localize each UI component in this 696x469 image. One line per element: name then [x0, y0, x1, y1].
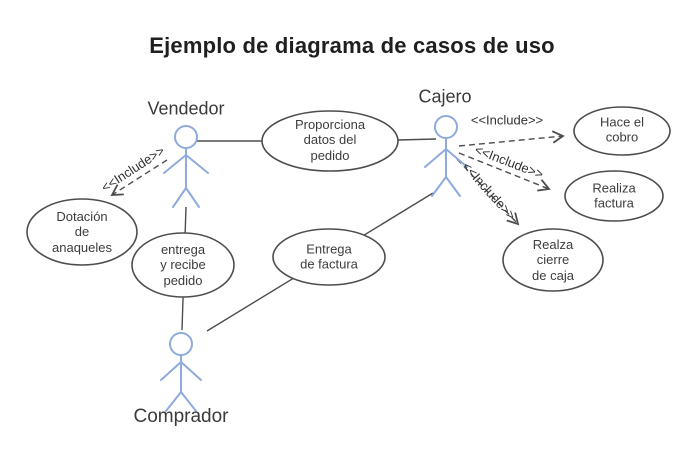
vendedor-actor-label: Vendedor — [147, 98, 225, 119]
comprador-actor-icon — [160, 332, 202, 412]
usecase-ellipse-entrega-factura — [272, 228, 386, 286]
usecase-ellipses — [26, 106, 671, 298]
usecase-label-entrega-recibe-pedido: entrega y recibe pedido — [160, 242, 206, 288]
include-arrow-cajero-cierre — [456, 158, 520, 226]
usecase-label-hace-el-cobro: Hace el cobro — [599, 114, 645, 145]
usecase-label-realiza-factura: Realiza factura — [592, 180, 636, 211]
usecase-ellipse-proporciona-datos — [261, 110, 399, 172]
actor-icons — [160, 115, 468, 412]
include-arrow-cajero-cobro — [458, 130, 565, 147]
usecase-ellipse-cierre-de-caja — [502, 228, 604, 292]
cajero-actor-label: Cajero — [418, 86, 472, 107]
usecase-label-dotacion-anaqueles: Dotación de anaqueles — [52, 209, 112, 255]
usecase-label-proporciona-datos: Proporciona datos del pedido — [294, 117, 366, 163]
comprador-actor-label: Comprador — [133, 405, 229, 427]
usecase-ellipse-entrega-recibe-pedido — [131, 232, 235, 298]
include-label-cajero-cobro: <<Include>> — [470, 112, 544, 128]
usecase-label-entrega-factura: Entrega de factura — [300, 241, 358, 272]
usecase-ellipse-dotacion-anaqueles — [26, 198, 138, 266]
include-arrow-cajero-factura — [458, 152, 551, 192]
cajero-actor-icon — [424, 115, 468, 197]
diagram-title: Ejemplo de diagrama de casos de uso — [149, 33, 555, 59]
vendedor-actor-icon — [163, 125, 209, 208]
usecase-label-cierre-de-caja: Realza cierre de caja — [532, 237, 574, 283]
include-arrows — [110, 130, 565, 226]
usecase-ellipse-hace-el-cobro — [573, 106, 671, 156]
include-arrow-vendedor-dotacion — [110, 159, 168, 196]
association-proporciona-cajero — [397, 138, 437, 141]
usecase-ellipse-realiza-factura — [564, 170, 664, 222]
